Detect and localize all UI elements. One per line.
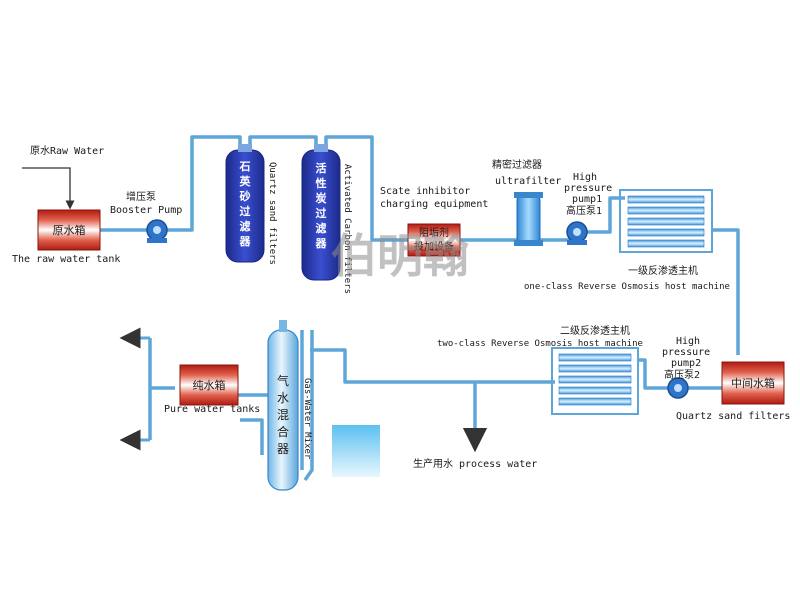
ro2-cn-label: 二级反渗透主机	[560, 324, 630, 337]
mixer-cn-char-3: 混	[277, 408, 289, 422]
hp-pump2-line2: pressure	[662, 347, 710, 358]
pipe-ro1-to-midtank	[712, 228, 740, 355]
watermark: 伯明翰	[331, 229, 469, 283]
hp-pump1-cn: 高压泵1	[566, 204, 602, 217]
carbon-filter-en-label: Activated Carbon filters	[342, 164, 352, 294]
gas-water-mixer	[267, 320, 299, 491]
middle-water-tank: 中间水箱	[721, 361, 785, 405]
raw-water-inlet-arrow	[22, 167, 75, 210]
carbon-cn-char-3: 炭	[316, 191, 327, 205]
quartz-cn-char-2: 英	[239, 174, 252, 188]
inhibitor-cn-line2: 投加设备	[414, 240, 454, 253]
scale-inhibitor-en-line1: Scate inhibitor	[380, 186, 470, 197]
ultrafilter	[514, 192, 543, 246]
pipe-mixer-loop	[300, 330, 314, 482]
booster-pump	[146, 219, 168, 243]
quartz-filter-cn-label: 石 英 砂 过 滤 器	[239, 160, 252, 248]
high-pressure-pump-1	[566, 221, 588, 245]
scale-inhibitor-equipment: 阻垢剂 投加设备	[407, 223, 461, 257]
quartz-cn-char-4: 过	[240, 204, 251, 218]
mid-tank-label: 中间水箱	[731, 376, 775, 390]
quartz-cn-char-3: 砂	[240, 189, 251, 203]
pipe-network	[100, 135, 740, 482]
pure-water-tank: 纯水箱	[179, 364, 239, 406]
carbon-cn-char-2: 性	[316, 176, 327, 190]
mixer-cn-label: 气 水 混 合 器	[277, 373, 289, 456]
hp-pump1-line1: High	[573, 172, 597, 183]
ro2-en-label: two-class Reverse Osmosis host machine	[437, 339, 643, 349]
ro1-cn-label: 一级反渗透主机	[628, 264, 698, 277]
quartz-sand-filter	[225, 144, 265, 263]
carbon-filter-cn-label: 活 性 炭 过 滤 器	[315, 161, 328, 250]
raw-water-tank: 原水箱	[37, 209, 101, 251]
raw-tank-label: 原水箱	[53, 223, 86, 237]
mixer-cn-char-5: 器	[277, 442, 289, 456]
pipe-carbon-to-inhibitor	[324, 135, 408, 242]
pure-water-outlet-arrows	[119, 327, 150, 451]
pure-tank-caption: Pure water tanks	[164, 404, 260, 415]
carbon-cn-char-6: 器	[315, 237, 328, 250]
hp-pump1-line2: pressure	[564, 183, 612, 194]
booster-pump-en-label: Booster Pump	[110, 205, 182, 216]
pipe-pump2-to-ro2	[638, 358, 670, 390]
carbon-cn-char-5: 滤	[316, 221, 327, 235]
quartz-filter-en-label: Quartz sand filters	[267, 162, 277, 265]
ro-host-machine-1	[619, 189, 713, 253]
raw-tank-caption: The raw water tank	[12, 254, 120, 265]
mid-tank-caption: Quartz sand filters	[676, 411, 790, 422]
ultrafilter-cn-label: 精密过滤器	[492, 158, 542, 171]
ultrafilter-en-label: ultrafilter	[495, 176, 561, 187]
scale-inhibitor-en-line2: charging equipment	[380, 199, 488, 210]
quartz-cn-char-5: 滤	[240, 219, 251, 233]
ro1-en-label: one-class Reverse Osmosis host machine	[524, 282, 730, 292]
hp-pump2-cn: 高压泵2	[664, 368, 700, 381]
carbon-cn-char-4: 过	[316, 206, 327, 220]
mixer-cn-char-4: 合	[277, 424, 289, 439]
quartz-cn-char-6: 器	[239, 235, 252, 248]
pipe-ro2-to-main	[310, 348, 555, 384]
high-pressure-pump-2	[667, 377, 689, 399]
hp-pump2-line3: pump2	[671, 358, 701, 369]
ro-host-machine-2	[551, 347, 639, 415]
pipe-pure-outlets	[148, 338, 175, 440]
booster-pump-cn-label: 增压泵	[126, 190, 156, 203]
mixer-cn-char-2: 水	[277, 391, 289, 405]
mixer-en-label: Gas-Water Mixer	[302, 378, 312, 460]
carbon-cn-char-1: 活	[316, 161, 327, 175]
mixer-cn-char-1: 气	[277, 373, 289, 388]
pure-tank-label: 纯水箱	[193, 378, 226, 392]
pipe-pump1-to-ro1	[585, 196, 625, 234]
pipe-quartz-to-carbon	[248, 135, 318, 150]
pipe-pure-to-mixer-low	[240, 418, 264, 455]
activated-carbon-filter	[301, 144, 341, 281]
process-water-label: 生产用水 process water	[413, 457, 537, 470]
quartz-cn-char-1: 石	[239, 160, 251, 173]
water-reservoir-box	[332, 425, 380, 477]
hp-pump2-line1: High	[676, 336, 700, 347]
pipe-booster-to-quartz	[165, 135, 242, 232]
hp-pump1-line3: pump1	[572, 194, 602, 205]
raw-water-label: 原水Raw Water	[30, 145, 104, 157]
inhibitor-cn-line1: 阻垢剂	[419, 226, 449, 239]
